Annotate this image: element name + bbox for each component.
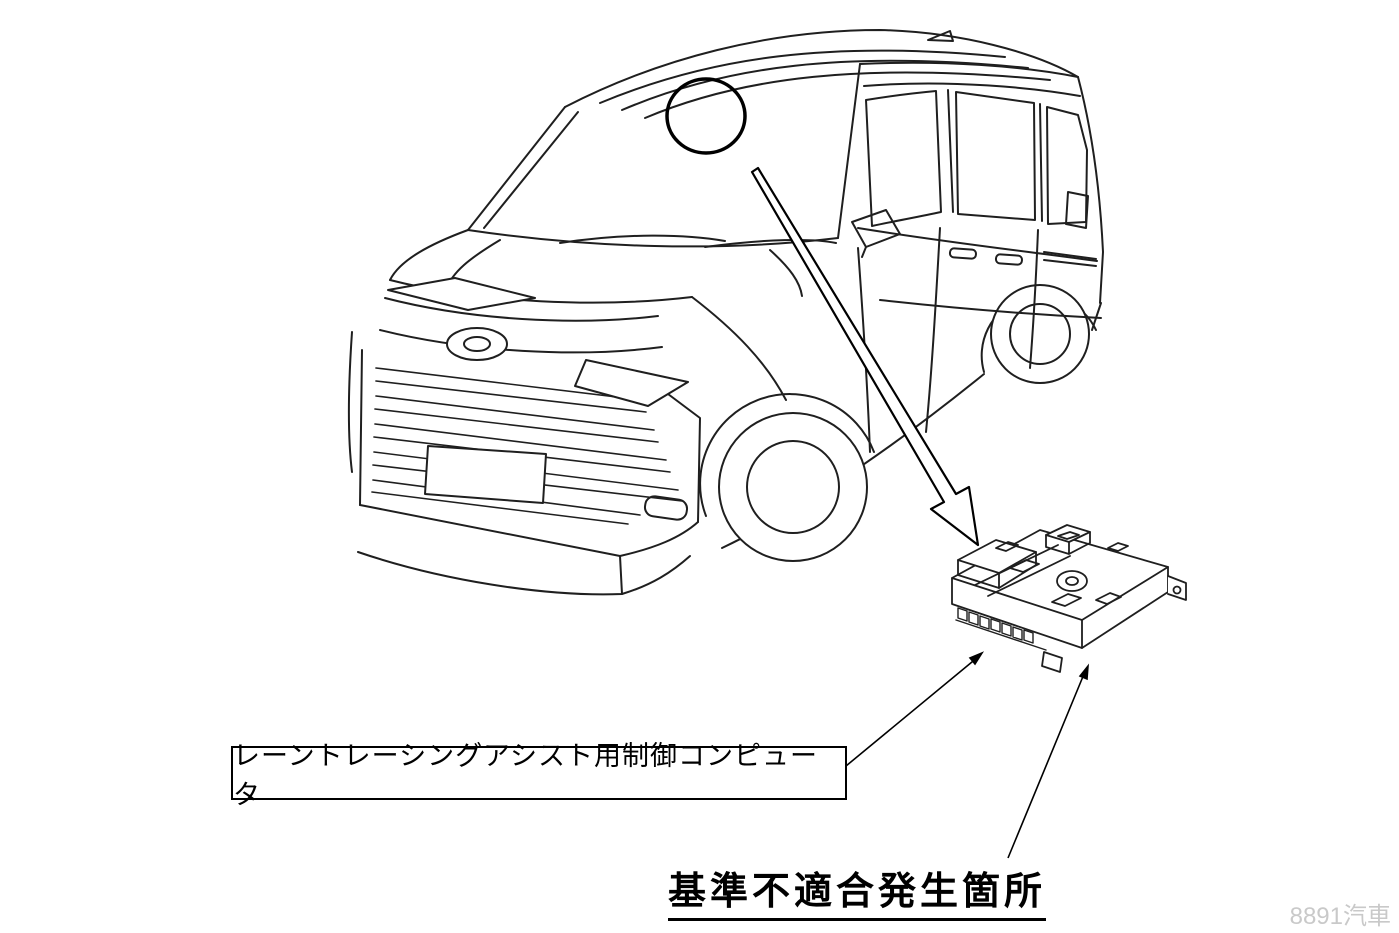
windshield-circle-annotation (665, 77, 747, 155)
roof-rib (599, 49, 1006, 104)
fender-line (691, 296, 787, 401)
bumper-lip (357, 551, 691, 596)
beltline (857, 227, 1098, 262)
ecu-pad (1095, 592, 1122, 605)
rear-rim (1009, 303, 1071, 365)
pointer-arrow (750, 166, 980, 547)
ecu-tab-right (1167, 575, 1187, 601)
front-tire (718, 412, 868, 562)
defect-location-label: 基準不適合発生箇所 (668, 860, 1047, 921)
sliding-rail (1043, 251, 1097, 267)
fuel-lid (1065, 191, 1089, 229)
grille-right-edge (659, 387, 701, 523)
defect-leader-arrow (1007, 663, 1089, 859)
a-pillar-left (467, 106, 566, 231)
grille-upper-band (384, 297, 659, 322)
quarter-window (1046, 106, 1088, 225)
component-label-box: レーントレーシングアシスト用制御コンピュータ (231, 741, 847, 810)
roof-rib (644, 71, 1051, 119)
sliding-door-seam (1029, 229, 1039, 369)
grille-left-edge (359, 349, 363, 506)
ecu-pad (995, 541, 1019, 552)
ecu-connector (1056, 570, 1088, 592)
c-pillar (1039, 103, 1043, 222)
headlight-right (574, 359, 689, 407)
wiper (704, 238, 837, 248)
ecu-illustration (951, 524, 1187, 673)
cowl-line (467, 229, 839, 248)
sliding-door-window (955, 91, 1036, 221)
ecu-teeth (955, 607, 1047, 651)
ecu-tab-hole (1172, 585, 1182, 595)
ecu-boss-slot (1057, 531, 1080, 540)
door-handle (994, 253, 1023, 266)
front-wheel-arch (699, 393, 875, 517)
a-pillar-left-inner (483, 111, 579, 229)
vehicle-illustration (348, 29, 1104, 596)
brand-emblem (446, 327, 508, 361)
window-top-edge (863, 82, 1081, 97)
watermark: 8891汽車 (1289, 903, 1391, 930)
brand-emblem-inner (463, 336, 491, 352)
a-pillar-right (837, 63, 861, 239)
bumper-left-edge (348, 331, 353, 473)
b-pillar (947, 89, 954, 213)
ecu-bracket-side (957, 559, 1000, 589)
ecu-boss-side (1045, 531, 1091, 555)
roof-side-rail (859, 61, 1079, 78)
headlight-left (387, 277, 536, 311)
ecu-pad (1051, 593, 1082, 607)
rear-tire (990, 284, 1090, 384)
component-label: レーントレーシングアシスト用制御コンピュータ (233, 741, 819, 810)
door-handle (948, 247, 977, 260)
bumper-lip-edge (619, 555, 623, 595)
antenna-fin (927, 30, 954, 42)
ecu-crease (974, 544, 1071, 597)
fog-lamp (643, 495, 689, 521)
ecu-tab-bottom (1041, 651, 1063, 673)
side-mirror (851, 209, 901, 248)
front-rim (746, 440, 840, 534)
label-leader-arrow (845, 651, 985, 767)
roof-rib (621, 59, 1029, 111)
grille-upper-band (379, 329, 663, 354)
ecu-connector-inner (1065, 576, 1079, 586)
ecu-pad (1107, 542, 1129, 552)
bumper-corner (619, 521, 699, 557)
hood-crease (769, 249, 803, 297)
door-seam (925, 227, 941, 433)
mirror-stem (861, 246, 867, 258)
ecu-left-face (951, 577, 1083, 649)
rear-pillar (1077, 76, 1104, 304)
bumper-bottom (359, 504, 621, 557)
roof-edge (564, 29, 1079, 108)
body-crease (879, 299, 1102, 319)
license-plate (424, 445, 547, 504)
hood-edge (389, 229, 469, 281)
front-door-window (865, 90, 942, 227)
wiper (559, 234, 726, 244)
